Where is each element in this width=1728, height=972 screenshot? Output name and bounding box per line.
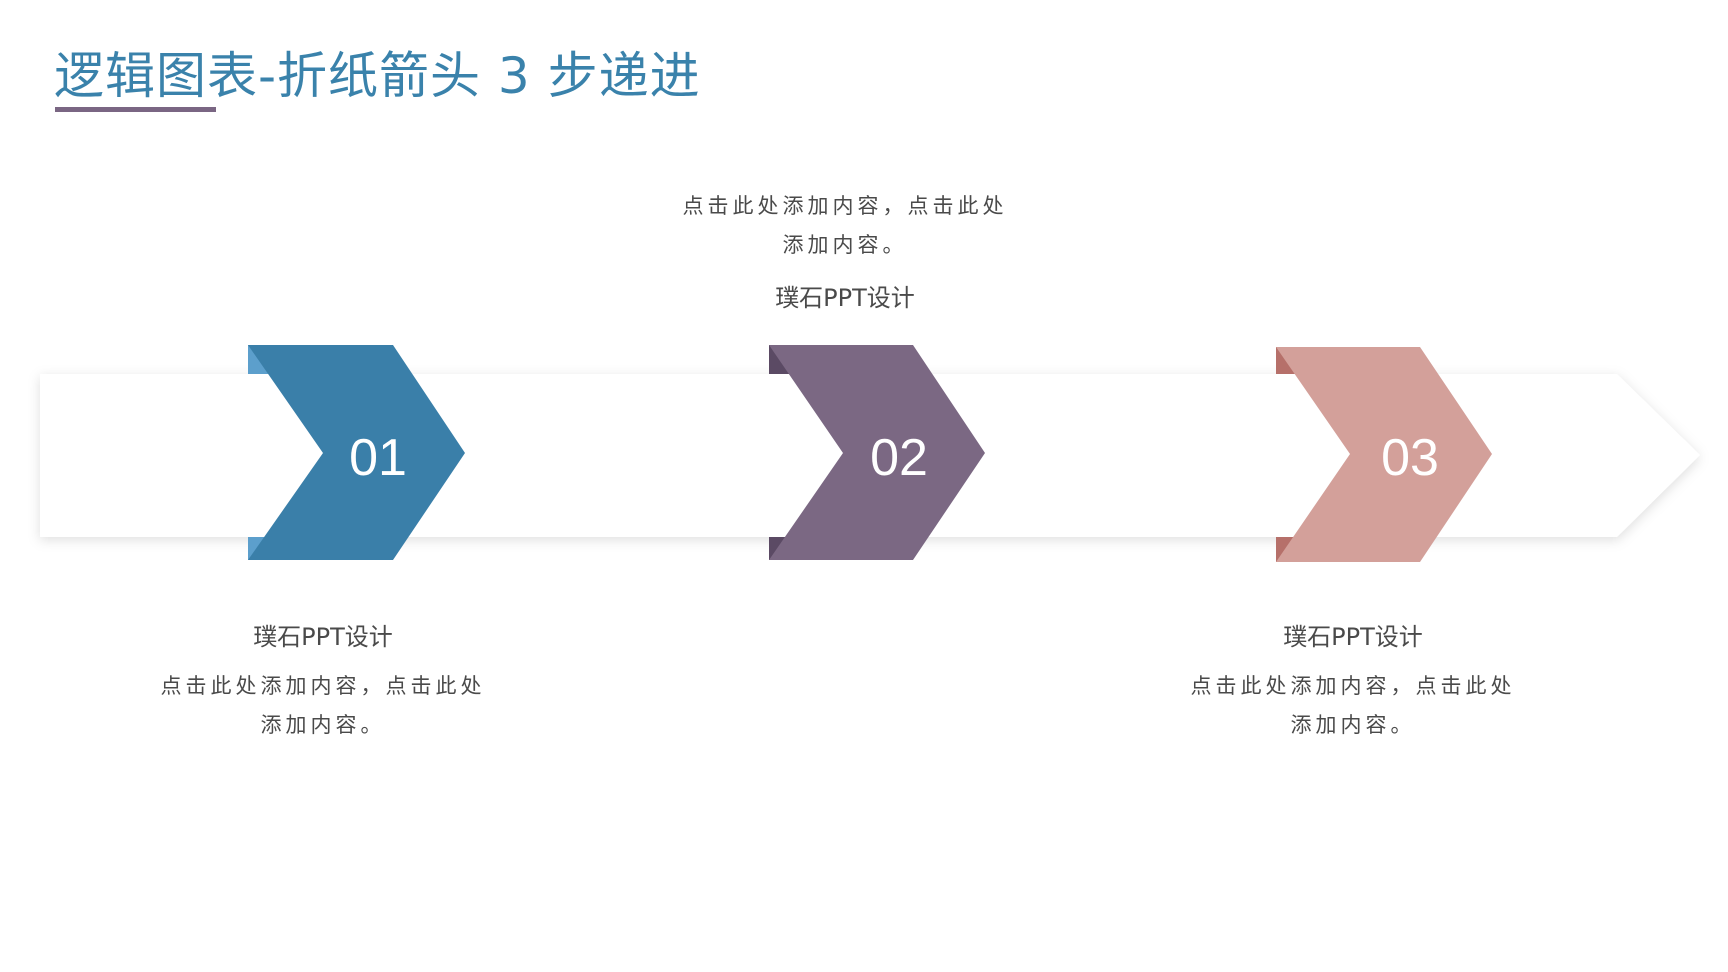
step-1-number: 01 bbox=[349, 429, 407, 487]
step-1-title: 璞石PPT设计 bbox=[253, 623, 393, 651]
step-2-number: 02 bbox=[870, 429, 928, 487]
step-2-chevron-body bbox=[769, 345, 985, 560]
step-3-title: 璞石PPT设计 bbox=[1283, 623, 1423, 651]
step-2-title: 璞石PPT设计 bbox=[775, 284, 915, 312]
step-3-number: 03 bbox=[1381, 429, 1439, 487]
step-1-chevron: 01 bbox=[248, 345, 465, 560]
slide-title: 逻辑图表-折纸箭头 3 步递进 bbox=[54, 47, 701, 105]
title-underline bbox=[55, 107, 216, 112]
step-1-description: 点击此处添加内容，点击此处添加内容。 bbox=[160, 674, 486, 737]
step-3-description: 点击此处添加内容，点击此处添加内容。 bbox=[1190, 674, 1516, 737]
step-1-chevron-body bbox=[248, 345, 465, 560]
step-3-chevron-body bbox=[1276, 347, 1492, 562]
step-2-chevron: 02 bbox=[769, 345, 985, 560]
step-2-description: 点击此处添加内容，点击此处添加内容。 bbox=[682, 194, 1008, 257]
step-3-chevron: 03 bbox=[1276, 347, 1492, 562]
